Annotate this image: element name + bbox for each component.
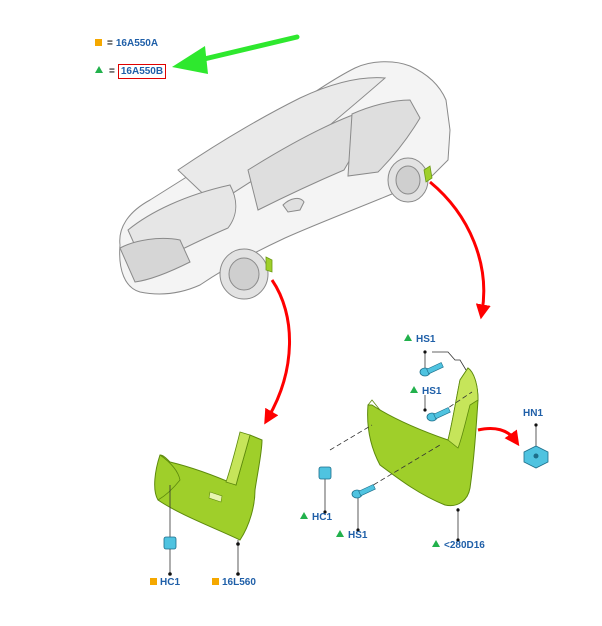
screw-hs1-top-1 <box>419 362 444 377</box>
pointer-arrow <box>172 34 300 74</box>
triangle-marker-icon <box>432 540 440 547</box>
triangle-marker-icon <box>336 530 344 537</box>
hc1-right-text: HC1 <box>312 512 333 523</box>
leader-dots <box>323 350 538 542</box>
triangle-marker-icon <box>300 512 308 519</box>
label-hs1-top-2: HS1 <box>410 386 441 398</box>
legend-triangle-row: =16A550B <box>95 64 167 79</box>
hc1-left-text: HC1 <box>160 577 181 588</box>
hs1-top-2-text: HS1 <box>422 386 442 397</box>
legend-triangle-code: 16A550B <box>117 64 167 79</box>
clip-hc1-right <box>318 466 332 480</box>
rear-mudflap-marker <box>423 165 433 183</box>
left-clip-hc1 <box>163 536 177 576</box>
front-mudflap-marker <box>265 256 273 273</box>
label-hc1-left: HC1 <box>150 577 180 589</box>
triangle-marker-icon <box>404 334 412 341</box>
rear-callout-arrow <box>429 180 491 320</box>
left-part-leader-dot <box>236 572 240 576</box>
nut-callout-arrow <box>477 426 520 447</box>
legend-equals-1: = <box>107 38 113 49</box>
square-marker-icon <box>95 39 102 46</box>
label-hn1: HN1 <box>523 408 543 420</box>
right-mudflap <box>367 367 479 507</box>
screw-hs1-bottom <box>351 484 376 499</box>
left-mudflap <box>154 431 263 541</box>
label-16l560: 16L560 <box>212 577 256 589</box>
triangle-marker-icon <box>95 66 103 73</box>
label-hs1-bottom: HS1 <box>336 530 367 542</box>
label-hc1-right: HC1 <box>300 512 332 524</box>
legend-equals-2: = <box>109 66 115 77</box>
screw-hs1-top-2 <box>426 407 451 422</box>
label-280d16: <280D16 <box>432 540 485 552</box>
hs1-top-1-text: HS1 <box>416 334 436 345</box>
part-280d16-text: <280D16 <box>444 540 485 551</box>
nut-hn1 <box>523 445 549 469</box>
legend-square-code: 16A550A <box>115 38 159 49</box>
part-16l560-text: 16L560 <box>222 577 256 588</box>
hn1-text: HN1 <box>523 408 544 419</box>
car-illustration <box>119 61 451 300</box>
left-part-anchor-dot <box>236 542 240 546</box>
square-marker-icon <box>212 578 219 585</box>
triangle-marker-icon <box>410 386 418 393</box>
right-leaders <box>324 351 537 540</box>
hs1-bottom-text: HS1 <box>348 530 368 541</box>
square-marker-icon <box>150 578 157 585</box>
front-callout-arrow <box>264 279 291 425</box>
legend-square-row: =16A550A <box>95 38 158 50</box>
label-hs1-top-1: HS1 <box>404 334 435 346</box>
